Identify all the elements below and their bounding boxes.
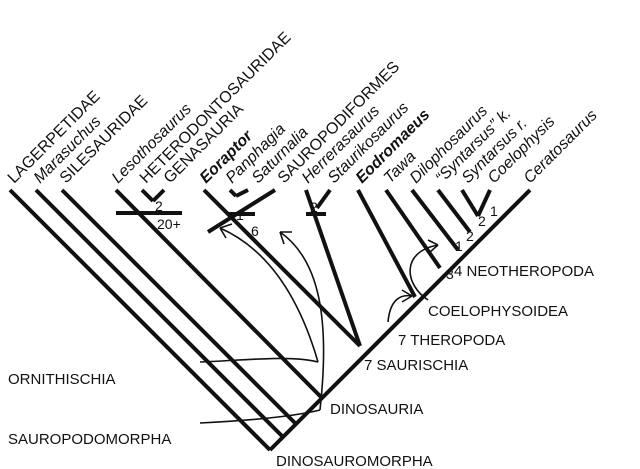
branch-sauropodiformes	[206, 188, 277, 234]
node-number-coelophysoid-c: 2	[478, 213, 486, 229]
branch-coelophysis	[476, 189, 492, 217]
leader-sauropodomorpha	[199, 409, 321, 424]
arrowhead-coelophysoidea	[427, 239, 439, 253]
leader-ornithischia	[199, 357, 319, 363]
arrow-coelophysoidea	[409, 244, 439, 301]
saurischia-stem	[268, 188, 532, 452]
branch-syntarsus-r	[460, 188, 480, 218]
clade-sauropodomorpha: SAUROPODOMORPHA	[8, 431, 171, 448]
clade-saurischia: 7 SAURISCHIA	[364, 357, 468, 374]
branch-lesothosaurus	[114, 188, 324, 400]
branch-eoraptor	[202, 188, 362, 348]
branch-genasauria	[151, 188, 166, 203]
node-number-coelophysoid-a: 1	[455, 238, 463, 254]
branch-tawa	[384, 188, 442, 270]
arrow-theropoda	[387, 294, 413, 323]
arrow-ornithischia	[219, 227, 319, 363]
arrowhead-ornithischia	[219, 223, 233, 239]
branch-eodromaeus	[356, 189, 417, 298]
arrowhead-sauropodomorpha	[279, 231, 292, 245]
node-number-coelophysoid-d: 1	[490, 203, 498, 219]
clade-theropoda: 7 THEROPODA	[398, 332, 505, 349]
node-number-neotheropoda-base: 3	[446, 266, 454, 282]
branch-silesauridae	[60, 188, 298, 426]
clade-neotheropoda: 4 NEOTHEROPODA	[454, 263, 594, 280]
dinosauromorpha-stem	[8, 188, 272, 452]
node-number-heterodontosaur-genasaur: 2	[155, 198, 163, 214]
branch-heterodontosauridae	[140, 188, 155, 203]
branch-panphagia	[228, 188, 238, 198]
arrow-sauropodomorpha	[279, 231, 325, 411]
branch-staurikosaurus	[315, 188, 332, 210]
branch-marasuchus	[34, 188, 285, 439]
node-number-ornithischia: 20+	[157, 216, 181, 232]
node-number-herrerasauridae: 2	[310, 199, 318, 215]
clade-dinosauromorpha: DINOSAUROMORPHA	[276, 453, 433, 469]
node-number-panphagia-saturnalia: 1	[236, 207, 244, 223]
clade-ornithischia: ORNITHISCHIA	[8, 371, 116, 388]
clade-coelophysoidea: COELOPHYSOIDEA	[428, 303, 568, 320]
arrowhead-theropoda	[401, 289, 413, 303]
branch-dilophosaurus	[410, 188, 460, 252]
node-number-sauropodomorpha: 6	[251, 223, 259, 239]
node-number-coelophysoid-b: 2	[466, 228, 474, 244]
branch-saturnalia	[235, 188, 249, 198]
clade-dinosauria: DINOSAURIA	[330, 401, 423, 418]
branch-syntarsus-k	[436, 188, 472, 234]
